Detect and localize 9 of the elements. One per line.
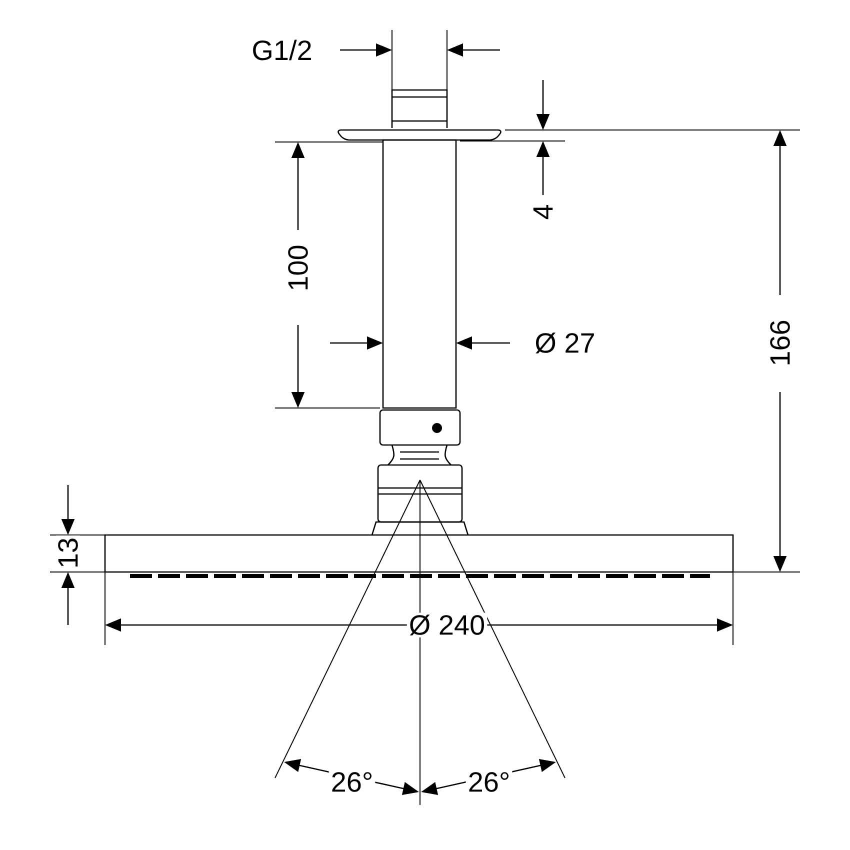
dimension-label: Ø 27	[532, 330, 598, 356]
dimension-label: 13	[56, 535, 80, 571]
dimension-label: 26°	[466, 770, 512, 794]
dimension-label: 26°	[328, 770, 376, 794]
dimension-label: 166	[768, 318, 792, 368]
dimension-label: Ø 240	[406, 612, 488, 638]
dimension-label: 4	[531, 202, 555, 222]
dimension-label: 100	[286, 242, 310, 294]
dimension-label: G1/2	[250, 38, 314, 62]
